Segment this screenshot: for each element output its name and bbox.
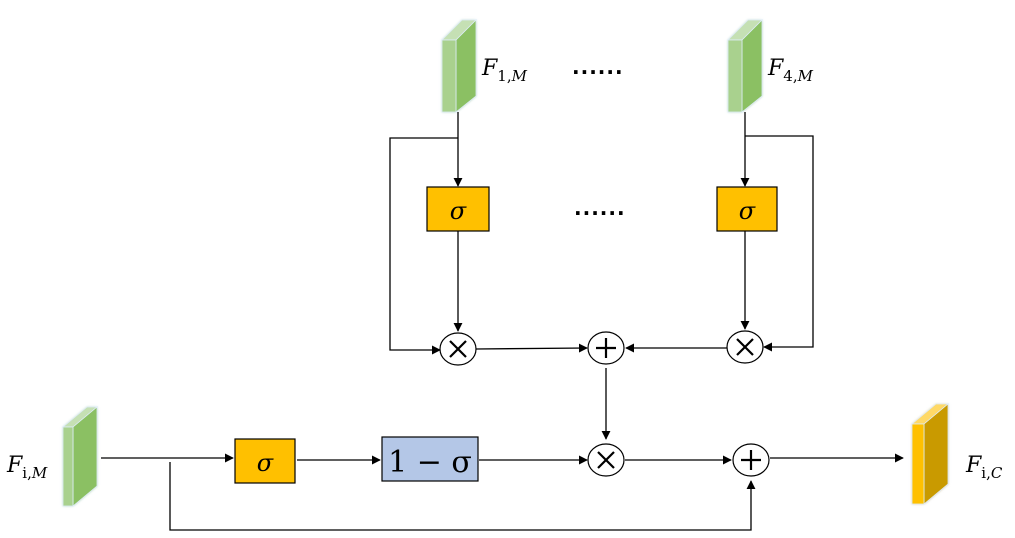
- label-f4m: F4,M: [767, 56, 814, 85]
- branch-1-wires: [389, 112, 588, 355]
- sigma-box-gate: σ: [234, 438, 296, 484]
- feature-map-front-face: [727, 39, 743, 113]
- sigma-box-branch-1: σ: [426, 186, 490, 232]
- multiply-node-branch-1: [439, 332, 477, 366]
- one-minus-sigma-label: 1 − σ: [388, 445, 472, 480]
- label-fim: Fi,M: [6, 453, 48, 482]
- feature-map-fim: [61, 406, 99, 507]
- one-minus-sigma-box: 1 − σ: [381, 436, 479, 482]
- wire-f1-skip-to-mul: [389, 137, 458, 355]
- add-node-top: [587, 331, 625, 365]
- feature-map-fic: [910, 403, 950, 505]
- feature-map-front-face: [441, 39, 457, 113]
- ellipsis-middle: ......: [574, 196, 626, 220]
- multiply-node-gate: [587, 443, 625, 477]
- sigma-symbol: σ: [450, 197, 467, 225]
- sigma-box-bg: [234, 438, 296, 484]
- sigma-symbol: σ: [257, 449, 274, 477]
- wire-mul1-to-add: [475, 343, 588, 353]
- label-fic: Fi,C: [965, 453, 1003, 482]
- multiply-icon-stroke: [597, 451, 615, 469]
- sigma-symbol: σ: [739, 197, 756, 225]
- one-minus-sigma-bg: [381, 436, 479, 482]
- add-node-final: [732, 443, 770, 477]
- sigma-box-bg: [426, 186, 490, 232]
- feature-map-f4m: [727, 19, 763, 113]
- bottom-wires: [101, 453, 904, 531]
- ellipsis-top: ......: [572, 55, 624, 79]
- wire-f4-skip-to-mul: [745, 135, 814, 352]
- wire-fim-skip-to-add: [169, 462, 756, 531]
- branch-4-wires: [625, 112, 814, 353]
- label-f1m: F1,M: [481, 56, 528, 85]
- multiply-icon-stroke: [449, 340, 467, 358]
- sigma-box-branch-4: σ: [716, 186, 778, 232]
- multiply-icon-stroke: [736, 338, 754, 356]
- multiply-node-branch-4: [726, 330, 764, 364]
- feature-map-front-face: [62, 426, 74, 507]
- feature-map-front-face: [911, 423, 925, 505]
- sigma-box-bg: [716, 186, 778, 232]
- feature-map-f1m: [441, 19, 477, 113]
